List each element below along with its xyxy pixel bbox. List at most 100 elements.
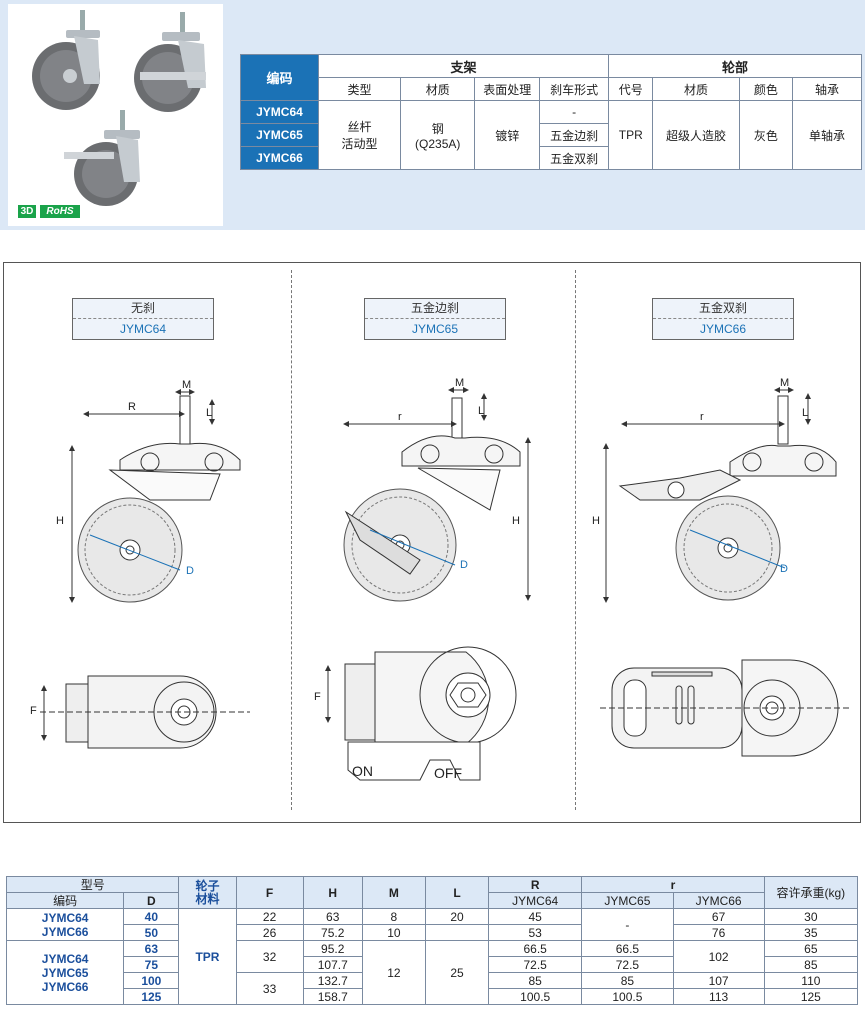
- bracket-header: 支架: [317, 54, 610, 78]
- bearing-cell: 单轴承: [792, 100, 862, 170]
- rohs-badge: RoHS: [40, 205, 80, 218]
- cell-f: 32: [235, 940, 304, 973]
- cell-load: 125: [763, 988, 859, 1005]
- drawing-title-2: 五金边刹: [365, 299, 505, 319]
- brake-side: 五金边刹: [539, 123, 610, 147]
- type-line2: 活动型: [341, 137, 378, 151]
- group2-code-2: JYMC65: [41, 965, 89, 980]
- drawing-code-3: JYMC66: [699, 322, 746, 336]
- drawing-1-side-view: [69, 389, 241, 603]
- d2-label-r: r: [398, 411, 402, 423]
- brake-none: -: [539, 100, 610, 124]
- d3-label-d: D: [780, 563, 788, 575]
- cell-R64: 53: [488, 924, 583, 941]
- type-line1: 丝杆: [347, 120, 372, 134]
- cell-l: 25: [424, 940, 490, 1005]
- d2-label-h: H: [512, 515, 520, 527]
- hdr-f: F: [235, 876, 304, 909]
- drawing-3-side-view: [603, 387, 837, 603]
- table-row: 125 158.7 100.5 100.5 113 125: [7, 988, 859, 1005]
- drawing-separator-1: [291, 270, 292, 810]
- cell-R64: 85: [488, 972, 583, 989]
- cell-r65: 100.5: [581, 988, 674, 1005]
- group2-code-3: JYMC66: [41, 979, 89, 994]
- d2-label-on: ON: [352, 763, 373, 779]
- cell-R64: 72.5: [488, 956, 583, 973]
- caster-photo-2: [134, 12, 206, 112]
- cell-d: 40: [123, 908, 180, 925]
- cell-h: 132.7: [302, 972, 363, 989]
- sub-header-type: 类型: [317, 77, 402, 101]
- d1-label-m: M: [182, 379, 191, 391]
- table-row: 50 26 75.2 10 53 76 35: [7, 924, 859, 941]
- type-cell: 丝杆活动型: [317, 100, 402, 170]
- brake-double: 五金双刹: [539, 146, 610, 170]
- d1-label-l: L: [206, 407, 212, 419]
- d1-label-f: F: [30, 705, 37, 717]
- dimensions-table: 型号 轮子材料 F H M L R r 容许承重(kg) 编码 D JYMC64…: [5, 876, 859, 1005]
- cell-d: 100: [123, 972, 180, 989]
- cell-load: 110: [763, 972, 859, 989]
- cell-d: 50: [123, 924, 180, 941]
- cell-load: 65: [763, 940, 859, 957]
- cell-m: 10: [361, 924, 426, 941]
- cell-tpr: TPR: [178, 908, 237, 1005]
- cell-r66: 67: [672, 908, 765, 925]
- drawing-title-box-3: 五金双刹 JYMC66: [652, 298, 794, 340]
- cell-r65: 72.5: [581, 956, 674, 973]
- hdr-d: D: [123, 892, 180, 909]
- cell-load: 85: [763, 956, 859, 973]
- code-jymc66: JYMC66: [240, 146, 319, 170]
- d1-label-r: R: [128, 401, 136, 413]
- product-photo-box: [8, 4, 223, 226]
- caster-photos: [32, 10, 206, 206]
- cell-R64: 66.5: [488, 940, 583, 957]
- drawing-title-3: 五金双刹: [653, 299, 793, 319]
- wheel-code-cell: TPR: [608, 100, 654, 170]
- d2-label-off: OFF: [434, 765, 462, 781]
- hdr-R: R: [488, 876, 583, 893]
- hdr-h: H: [302, 876, 363, 909]
- caster-photo-3: [64, 110, 140, 206]
- sub-header-bearing: 轴承: [792, 77, 862, 101]
- cell-load: 30: [763, 908, 859, 925]
- code-jymc65: JYMC65: [240, 123, 319, 147]
- sub-header-brake: 刹车形式: [539, 77, 610, 101]
- cell-r65: 85: [581, 972, 674, 989]
- d1-label-d: D: [186, 565, 194, 577]
- drawing-3-top-view: [600, 659, 852, 757]
- cell-r66: 113: [672, 988, 765, 1005]
- sub-header-material: 材质: [400, 77, 476, 101]
- d2-label-m: M: [455, 377, 464, 389]
- hdr-wheel-material: 轮子材料: [178, 876, 237, 909]
- cell-r66: 107: [672, 972, 765, 989]
- finish-cell: 镀锌: [474, 100, 541, 170]
- spec-table: 编码 支架 轮部 类型 材质 表面处理 刹车形式 代号 材质 颜色 轴承 JYM…: [240, 54, 862, 170]
- d3-label-m: M: [780, 377, 789, 389]
- d2-label-d: D: [460, 559, 468, 571]
- code-jymc64: JYMC64: [240, 100, 319, 124]
- cell-f: 22: [235, 908, 304, 925]
- drawing-separator-2: [575, 270, 576, 810]
- material-line1: 钢: [431, 121, 444, 136]
- table-row: 100 33 132.7 85 85 107 110: [7, 972, 859, 1005]
- caster-photo-1: [32, 10, 100, 110]
- sub-header-color: 颜色: [738, 77, 794, 101]
- drawing-title-1: 无刹: [73, 299, 213, 319]
- cell-h: 95.2: [302, 940, 363, 957]
- d3-label-l: L: [802, 407, 808, 419]
- cell-load: 35: [763, 924, 859, 941]
- wheel-header: 轮部: [608, 54, 862, 78]
- hdr-R-jymc64: JYMC64: [488, 892, 583, 909]
- d3-label-r: r: [700, 411, 704, 423]
- cell-r65: 66.5: [581, 940, 674, 957]
- group1-code-2: JYMC66: [41, 924, 89, 939]
- cell-R64: 100.5: [488, 988, 583, 1005]
- hdr-model: 型号: [5, 876, 180, 893]
- sub-header-wheel-code: 代号: [608, 77, 654, 101]
- cell-d: 125: [123, 988, 180, 1005]
- cell-l: 20: [424, 908, 490, 925]
- cell-d: 63: [123, 940, 180, 957]
